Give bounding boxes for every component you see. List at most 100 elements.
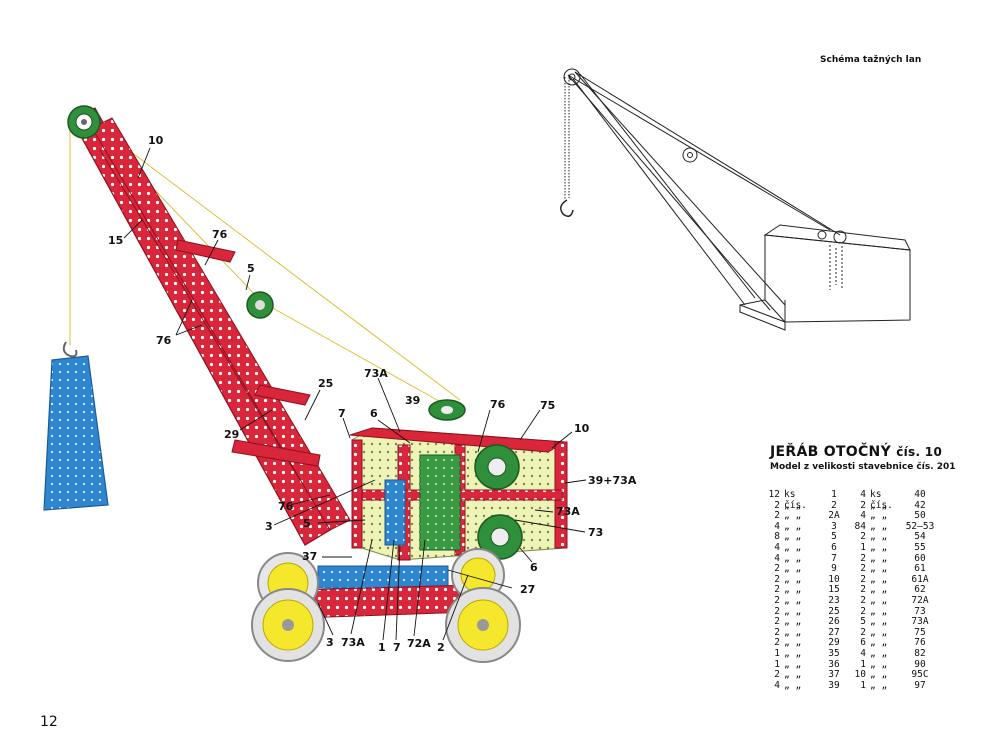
parts-number: 54 [914, 531, 926, 543]
parts-row: 2„ „37 [762, 669, 854, 681]
parts-unit: „ „ [784, 573, 802, 585]
callout-label: 75 [540, 399, 556, 412]
parts-unit: „ „ [870, 499, 888, 511]
parts-row: 4„ „6 [762, 541, 854, 554]
callout-label: 3 [265, 520, 273, 533]
parts-unit: „ „ [784, 616, 802, 628]
parts-qty: 1 [860, 541, 866, 553]
parts-unit: „ „ [784, 637, 802, 649]
wheel-front-left [251, 588, 325, 662]
parts-qty: 2 [860, 626, 866, 638]
parts-qty: 2 [774, 669, 780, 681]
parts-qty: 1 [860, 658, 866, 670]
callout-label: 76 [278, 500, 294, 513]
parts-qty: 2 [774, 510, 780, 522]
parts-qty: 2 [860, 499, 866, 511]
parts-row: 2„ „62 [848, 585, 940, 596]
parts-row: 1„ „35 [762, 647, 854, 660]
callout-label: 72A [407, 637, 431, 650]
parts-number: 60 [914, 552, 926, 564]
model-title-main: JEŘÁB OTOČNÝ [770, 444, 892, 460]
parts-number: 37 [828, 669, 840, 681]
callout-label: 6 [370, 407, 378, 420]
parts-row: 2„ „75 [848, 626, 940, 639]
callout-label: 1 [378, 641, 386, 654]
parts-row: 2„ „29 [762, 638, 854, 649]
parts-qty: 2 [774, 563, 780, 575]
callout-label: 7 [338, 407, 346, 420]
parts-unit: „ „ [870, 520, 888, 532]
parts-row: 2„ „15 [762, 585, 854, 596]
parts-number: 36 [828, 658, 840, 670]
parts-qty: 2 [860, 552, 866, 564]
parts-number: 39 [828, 679, 840, 691]
model-subtitle: Model z velikosti stavebnice čís. 201 [770, 462, 956, 472]
callout-label: 39+73A [588, 474, 637, 487]
parts-number: 50 [914, 510, 926, 522]
parts-unit: „ „ [784, 679, 802, 691]
mid-pulley [246, 291, 274, 319]
parts-unit: „ „ [870, 626, 888, 638]
parts-qty: 2 [774, 594, 780, 606]
parts-unit: „ „ [784, 605, 802, 617]
parts-row: 2„ „27 [762, 626, 854, 639]
parts-number: 52–53 [905, 520, 935, 532]
parts-number: 6 [831, 541, 837, 553]
parts-qty: 2 [860, 573, 866, 585]
parts-unit: „ „ [870, 541, 888, 553]
cab [349, 427, 568, 561]
parts-number: 3 [831, 520, 837, 532]
parts-qty: 2 [860, 594, 866, 606]
callout-label: 29 [224, 428, 240, 441]
parts-number: 72A [911, 594, 929, 606]
parts-qty: 2 [774, 637, 780, 649]
parts-unit: „ „ [870, 531, 888, 543]
parts-unit: „ „ [870, 647, 888, 659]
rope-schematic-diagram [560, 68, 911, 331]
callout-label: 73A [556, 505, 580, 518]
parts-unit: „ „ [870, 563, 888, 575]
parts-row: 4„ „82 [848, 647, 940, 660]
parts-row: 2„ „9 [762, 564, 854, 575]
parts-row: 1„ „97 [848, 679, 940, 692]
parts-qty: 4 [774, 552, 780, 564]
callout-label: 76 [212, 228, 228, 241]
parts-number: 76 [914, 637, 926, 649]
parts-unit: „ „ [870, 658, 888, 670]
parts-unit: ks čís. [784, 489, 807, 511]
parts-qty: 84 [854, 520, 866, 532]
top-pulley [67, 105, 101, 139]
callout-label: 37 [302, 550, 318, 563]
parts-unit: „ „ [784, 626, 802, 638]
parts-number: 1 [831, 489, 837, 500]
parts-qty: 2 [774, 605, 780, 617]
parts-number: 23 [828, 594, 840, 606]
parts-row: 2„ „2 [762, 500, 854, 512]
top-winch-wheel [428, 399, 466, 421]
parts-row: 4„ „50 [848, 511, 940, 522]
parts-number: 55 [914, 541, 926, 553]
parts-qty: 10 [854, 669, 866, 681]
callout-label: 3 [326, 636, 334, 649]
parts-number: 40 [914, 489, 926, 500]
parts-qty: 1 [774, 647, 780, 659]
callout-label: 7 [393, 641, 401, 654]
page-number: 12 [40, 714, 58, 730]
parts-number: 90 [914, 658, 926, 670]
callout-label: 10 [148, 134, 164, 147]
parts-row: 1 „ „ 55 [848, 541, 940, 554]
parts-unit: „ „ [784, 531, 802, 543]
callout-label: 15 [108, 234, 124, 247]
callout-label: 73A [341, 636, 365, 649]
parts-number: 2A [828, 510, 840, 522]
parts-row: 2„ „42 [848, 499, 940, 512]
parts-row: 84 „ „ 52–53 [848, 520, 940, 533]
parts-unit: „ „ [870, 679, 888, 691]
callout-label: 10 [574, 422, 590, 435]
hanging-load [43, 341, 109, 511]
wheel-front-right [445, 587, 521, 663]
parts-number: 7 [831, 552, 837, 564]
parts-row: 2„ „26 [762, 617, 854, 628]
parts-row: 2„ „54 [848, 532, 940, 543]
